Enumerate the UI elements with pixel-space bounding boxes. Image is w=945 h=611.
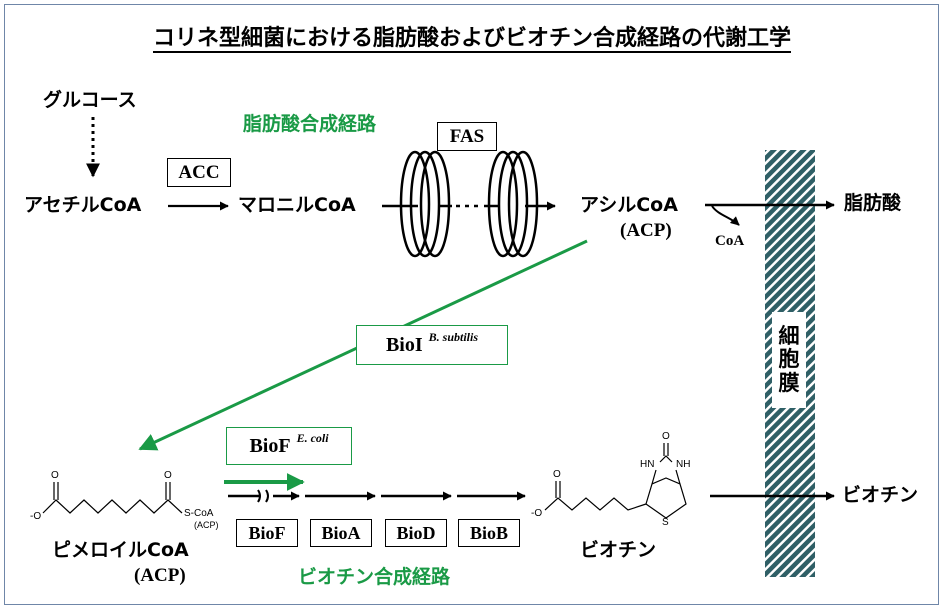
biof-ecoli-enzyme-box: BioF E. coli bbox=[226, 427, 352, 465]
diagram-frame bbox=[4, 4, 939, 605]
membrane-char-2: 胞 bbox=[778, 347, 800, 372]
acyl-coa-label: アシルCoA bbox=[580, 194, 678, 216]
biotin-sulfur: S bbox=[662, 517, 669, 528]
malonyl-coa-label: マロニルCoA bbox=[238, 194, 356, 216]
fatty-acid-label: 脂肪酸 bbox=[844, 192, 902, 214]
biob-enzyme-box: BioB bbox=[458, 519, 520, 547]
pimeloyl-thioester-o: O bbox=[164, 470, 172, 481]
pimeloyl-carboxylate-o: O bbox=[51, 470, 59, 481]
biof-ecoli-label: BioF bbox=[249, 434, 291, 457]
pimeloyl-thioester-alt: (ACP) bbox=[194, 520, 219, 530]
biod-enzyme-box: BioD bbox=[385, 519, 447, 547]
fas-enzyme-box: FAS bbox=[437, 122, 497, 151]
biotin-carboxylate-charge: -O bbox=[531, 508, 543, 519]
pimeloyl-carboxylate-charge: -O bbox=[30, 511, 42, 522]
bioa-label: BioA bbox=[321, 522, 361, 543]
coa-release-label: CoA bbox=[715, 233, 745, 249]
biof-enzyme-box: BioF bbox=[236, 519, 298, 547]
bioi-label: BioI bbox=[385, 333, 423, 356]
fatty-acid-pathway-label: 脂肪酸合成経路 bbox=[243, 113, 377, 135]
acc-enzyme-box: ACC bbox=[167, 158, 231, 187]
membrane-char-1: 細 bbox=[778, 324, 800, 349]
bioi-enzyme-box: BioI B. subtilis bbox=[356, 325, 508, 365]
pimeloyl-acp-label: (ACP) bbox=[134, 565, 186, 586]
biof-source-label: E. coli bbox=[296, 430, 329, 445]
biod-label: BioD bbox=[396, 522, 436, 543]
biob-label: BioB bbox=[469, 522, 508, 543]
cell-membrane-label: 細 胞 膜 bbox=[772, 312, 806, 408]
acc-label: ACC bbox=[178, 161, 220, 183]
fas-label: FAS bbox=[449, 125, 485, 147]
glucose-label: グルコース bbox=[43, 89, 137, 111]
biotin-structure bbox=[544, 443, 687, 519]
pimeloyl-coa-label: ピメロイルCoA bbox=[52, 539, 189, 561]
biotin-nh-right: NH bbox=[676, 459, 691, 470]
pimeloyl-thioester-group: S-CoA bbox=[184, 508, 214, 519]
biotin-carbonyl-o: O bbox=[662, 431, 670, 442]
membrane-char-3: 膜 bbox=[778, 370, 800, 395]
biotin-pathway-label: ビオチン合成経路 bbox=[298, 566, 451, 588]
bioa-enzyme-box: BioA bbox=[310, 519, 372, 547]
native-biotin-pathway-arrows bbox=[228, 489, 526, 503]
page-title: コリネ型細菌における脂肪酸およびビオチン合成経路の代謝工学 bbox=[152, 26, 792, 53]
biotin-extracellular-label: ビオチン bbox=[842, 484, 919, 506]
biotin-label: ビオチン bbox=[580, 539, 657, 561]
biotin-nh-left: HN bbox=[640, 459, 655, 470]
biof-native-label: BioF bbox=[248, 522, 286, 543]
acyl-acp-label: (ACP) bbox=[620, 220, 672, 241]
biotin-carboxylate-o: O bbox=[553, 469, 561, 480]
bioi-source-label: B. subtilis bbox=[428, 329, 479, 344]
acetyl-coa-label: アセチルCoA bbox=[24, 194, 142, 216]
fas-cycle-coil bbox=[382, 150, 556, 258]
pimeloyl-coa-structure bbox=[42, 482, 183, 514]
coa-release-arrow bbox=[711, 205, 740, 226]
